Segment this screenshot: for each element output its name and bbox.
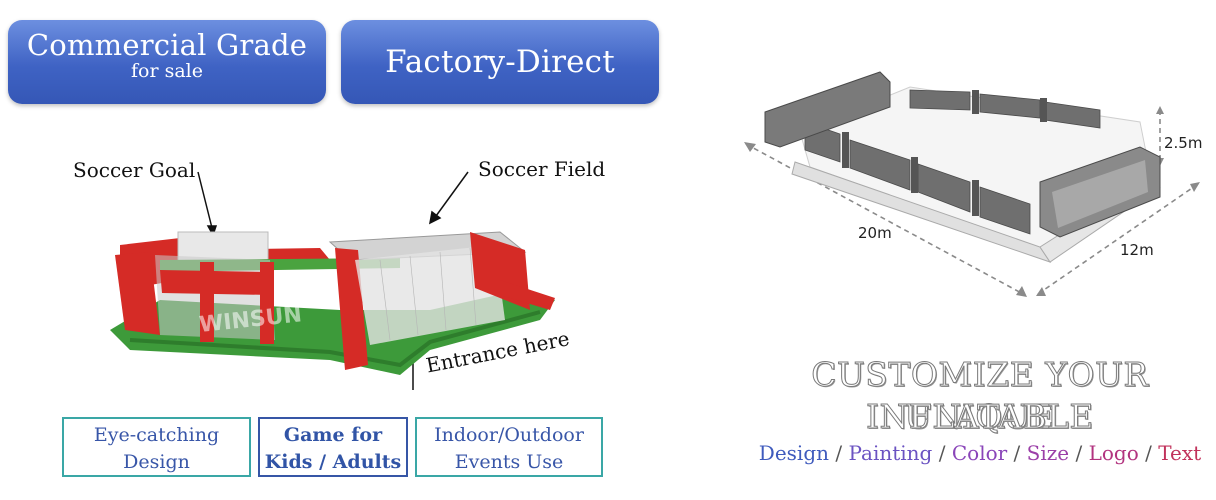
option-design: Design <box>758 441 830 465</box>
commercial-grade-badge: Commercial Grade for sale <box>8 20 326 104</box>
option-painting: Painting <box>848 441 933 465</box>
option-size: Size <box>1026 441 1070 465</box>
feature-3-line1: Indoor/Outdoor <box>434 424 584 446</box>
option-logo: Logo <box>1088 441 1139 465</box>
headline-line2: INFLATABLE <box>865 397 1095 437</box>
width-label: 12m <box>1120 241 1154 259</box>
option-separator: / <box>835 441 843 465</box>
soccer-field-callout: Soccer Field <box>478 157 606 181</box>
feature-2-line1: Game for <box>283 424 383 446</box>
feature-indoor-outdoor: Indoor/Outdoor Events Use <box>415 417 603 477</box>
option-color: Color <box>951 441 1008 465</box>
feature-1-line2: Design <box>123 451 190 473</box>
option-text: Text <box>1158 441 1202 465</box>
headline-line1: CUSTOMIZE YOUR UNIQUE <box>811 355 1149 437</box>
feature-kids-adults: Game for Kids / Adults <box>258 417 408 477</box>
commercial-grade-label: Commercial Grade <box>26 28 308 62</box>
field-dimension-diagram: 20m 12m 2.5m <box>744 71 1202 297</box>
length-label: 20m <box>858 224 892 242</box>
feature-1-line1: Eye-catching <box>93 424 220 446</box>
height-label: 2.5m <box>1164 134 1202 152</box>
feature-eye-catching: Eye-catching Design <box>62 417 251 477</box>
option-separator: / <box>1013 441 1021 465</box>
inflatable-soccer-field-photo: WINSUN <box>110 171 555 390</box>
soccer-goal-callout: Soccer Goal <box>73 158 196 182</box>
option-separator: / <box>938 441 946 465</box>
factory-direct-badge: Factory-Direct <box>341 20 659 104</box>
factory-direct-label: Factory-Direct <box>385 44 615 80</box>
option-separator: / <box>1075 441 1083 465</box>
feature-2-line2: Kids / Adults <box>264 451 402 473</box>
option-separator: / <box>1145 441 1152 465</box>
feature-3-line2: Events Use <box>454 451 564 473</box>
for-sale-label: for sale <box>131 60 203 82</box>
customization-options: Design / Painting / Color / Size / Logo … <box>735 441 1216 465</box>
